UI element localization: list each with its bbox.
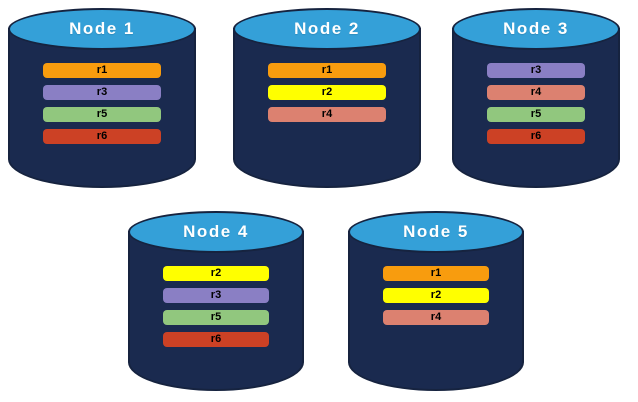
node-label: Node 4	[183, 222, 249, 241]
shard-bar[interactable]: r6	[163, 332, 269, 347]
shard-bar[interactable]: r1	[383, 266, 489, 281]
shard-list: r3 r4 r5 r6	[487, 63, 585, 144]
cylinder-top-ellipse	[452, 8, 620, 50]
shard-bar[interactable]: r3	[487, 63, 585, 78]
shard-list: r1 r3 r5 r6	[43, 63, 161, 144]
shard-bar[interactable]: r1	[43, 63, 161, 78]
database-node-1[interactable]: Node 1 r1 r3 r5 r6	[8, 8, 196, 188]
node-label: Node 5	[403, 222, 469, 241]
shard-bar[interactable]: r4	[487, 85, 585, 100]
shard-bar[interactable]: r3	[163, 288, 269, 303]
shard-bar[interactable]: r2	[268, 85, 386, 100]
cylinder-shape	[8, 8, 196, 188]
shard-bar[interactable]: r5	[163, 310, 269, 325]
shard-bar[interactable]: r4	[268, 107, 386, 122]
cylinder-top-ellipse	[348, 211, 524, 253]
database-node-4[interactable]: Node 4 r2 r3 r5 r6	[128, 211, 304, 391]
shard-bar[interactable]: r2	[383, 288, 489, 303]
shard-bar[interactable]: r6	[487, 129, 585, 144]
cylinder-top-ellipse	[8, 8, 196, 50]
shard-bar[interactable]: r4	[383, 310, 489, 325]
cylinder-shape	[348, 211, 524, 391]
shard-bar[interactable]: r5	[43, 107, 161, 122]
database-node-3[interactable]: Node 3 r3 r4 r5 r6	[452, 8, 620, 188]
database-node-5[interactable]: Node 5 r1 r2 r4	[348, 211, 524, 391]
node-label: Node 2	[294, 19, 360, 38]
shard-bar[interactable]: r1	[268, 63, 386, 78]
database-node-2[interactable]: Node 2 r1 r2 r4	[233, 8, 421, 188]
shard-bar[interactable]: r6	[43, 129, 161, 144]
cylinder-top-ellipse	[233, 8, 421, 50]
shard-bar[interactable]: r2	[163, 266, 269, 281]
shard-list: r1 r2 r4	[268, 63, 386, 122]
node-label: Node 1	[69, 19, 135, 38]
node-label: Node 3	[503, 19, 569, 38]
cylinder-top-ellipse	[128, 211, 304, 253]
shard-list: r1 r2 r4	[383, 266, 489, 325]
shard-bar[interactable]: r5	[487, 107, 585, 122]
shard-bar[interactable]: r3	[43, 85, 161, 100]
shard-list: r2 r3 r5 r6	[163, 266, 269, 347]
